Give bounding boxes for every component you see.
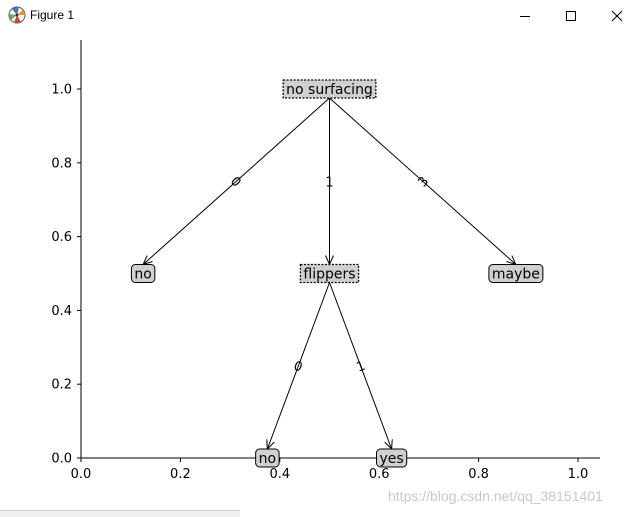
tree-edge: [329, 97, 516, 265]
x-tick-label: 1.0: [568, 467, 589, 482]
decision-node: flippers: [299, 263, 360, 284]
watermark-text: https://blog.csdn.net/qq_38151401: [388, 488, 603, 504]
x-tick-label: 0.4: [269, 467, 290, 482]
decision-node-box: [282, 79, 377, 99]
node-label: yes: [380, 451, 404, 467]
window-title: Figure 1: [30, 8, 75, 22]
tree-edge: [329, 282, 392, 450]
matplotlib-app-icon: [8, 6, 26, 24]
close-button[interactable]: [594, 0, 638, 31]
decision-node: no surfacing: [282, 79, 377, 99]
axes: 0.0 0.2 0.4 0.6 0.8 1.0 0.0 0.2 0.4 0.6 0.8 1.0: [51, 40, 600, 482]
x-tick-label: 0.8: [468, 467, 489, 482]
edge-label: 0: [291, 359, 304, 376]
minimize-button[interactable]: [502, 0, 548, 31]
edge-label: 1: [355, 359, 368, 376]
x-tick-label: 0.0: [71, 467, 92, 482]
leaf-node-box: [488, 264, 544, 283]
y-tick-label: 0.4: [51, 304, 72, 319]
y-tick-label: 1.0: [51, 83, 72, 98]
y-tick-label: 0.6: [51, 230, 72, 245]
maximize-icon: [566, 10, 576, 21]
edge-label: 1: [325, 175, 333, 190]
node-label: maybe: [492, 267, 540, 283]
tree-edge: [143, 97, 330, 265]
x-tick-label: 0.2: [170, 467, 191, 482]
maximize-button[interactable]: [548, 0, 594, 31]
window-titlebar: Figure 1: [0, 0, 638, 31]
leaf-node-box: [255, 448, 280, 468]
leaf-node: yes: [376, 448, 408, 468]
close-icon: [611, 10, 623, 21]
y-tick-label: 0.0: [51, 452, 72, 467]
x-tick-label: 0.6: [369, 467, 390, 482]
figure-toolbar: [0, 510, 240, 517]
leaf-node: no: [130, 264, 156, 283]
leaf-node: maybe: [488, 264, 544, 283]
y-tick-label: 0.8: [51, 156, 72, 171]
y-tick-label: 0.2: [51, 378, 72, 393]
leaf-node: no: [255, 448, 280, 468]
leaf-node-box: [376, 448, 408, 468]
node-label: no surfacing: [286, 82, 373, 98]
minimize-icon: [520, 15, 530, 17]
tree-edge: [267, 282, 330, 450]
tree-nodes: no surfacing no flippers maybe no yes: [130, 79, 544, 468]
node-label: flippers: [303, 267, 355, 283]
node-label: no: [134, 267, 151, 283]
node-label: no: [259, 451, 276, 467]
leaf-node-box: [130, 264, 156, 283]
decision-node-box: [299, 263, 360, 284]
